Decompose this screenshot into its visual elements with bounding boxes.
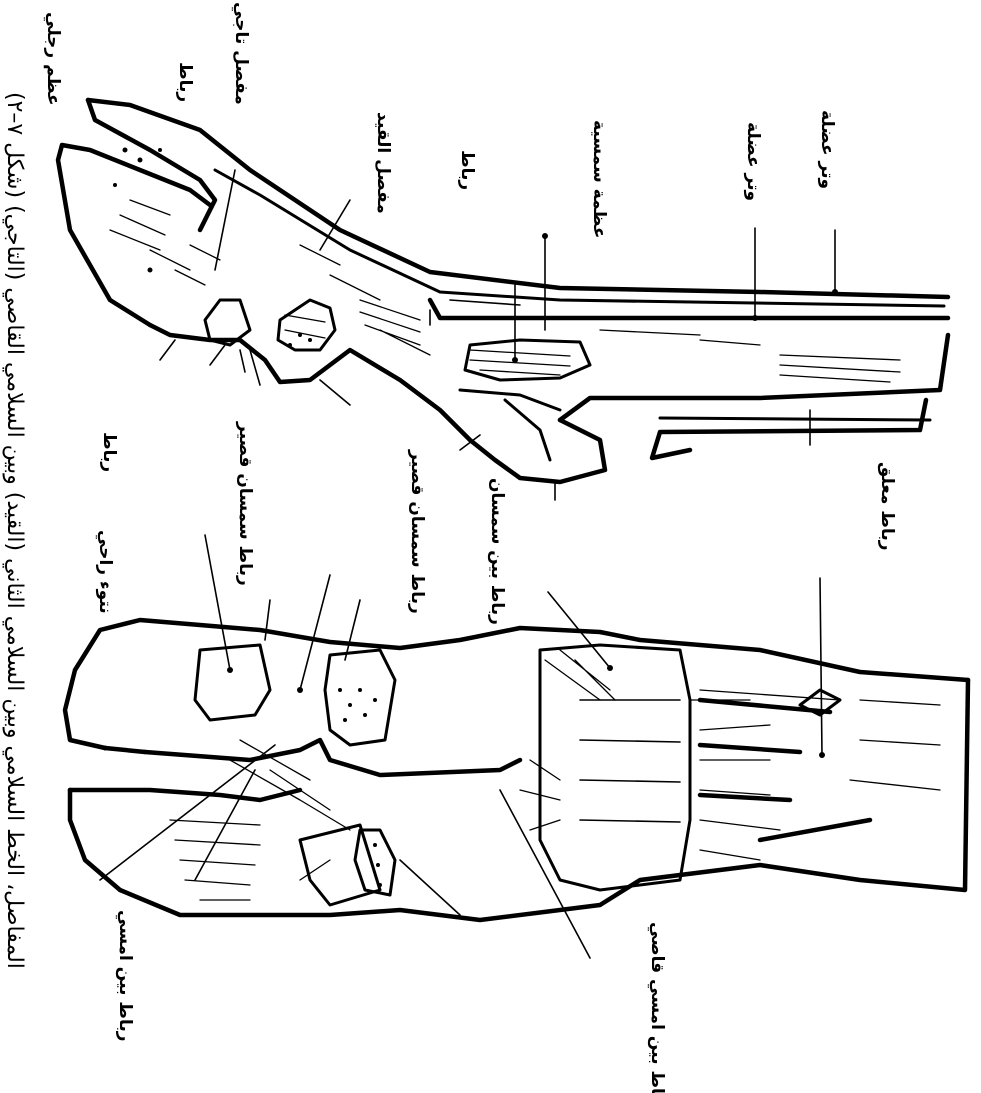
label-sesamoid-lig-2: رباط سمسان قصير xyxy=(407,449,427,614)
label-ligament-top: رباط xyxy=(457,150,477,190)
label-tendon-2: وتر عضلة xyxy=(743,122,763,201)
label-coffin-joint: مفصل تاجي xyxy=(231,2,251,105)
label-palmar-lig-1: رباط بين امسي قاصي xyxy=(647,922,667,1093)
label-suspensory: رباط معلق xyxy=(877,462,897,551)
palmar-view-drawing xyxy=(65,535,968,958)
label-sesamoid: عظمة سمسية xyxy=(589,120,609,238)
lateral-view-drawing xyxy=(58,100,948,500)
label-short-lig: رباط سمسان قصير xyxy=(235,421,255,586)
label-ligament-upper: رباط xyxy=(175,62,195,102)
label-tendon-1: وتر عضلة xyxy=(817,110,837,189)
label-ligament-mid: رباط xyxy=(99,432,119,472)
label-distal-plate: نتوء راحي xyxy=(95,530,115,614)
label-coffin-bone: عظم رجلي xyxy=(43,12,63,106)
label-palmar-lig-2: رباط بين امسي xyxy=(115,910,135,1042)
label-fetlock-joint: مفصل القيد xyxy=(373,112,393,214)
label-sesamoid-lig-1: رباط بين سمسان xyxy=(487,478,507,625)
labels: وتر عضلة وتر عضلة عظمة سمسية رباط مفصل ا… xyxy=(43,2,897,1093)
figure-caption: (شكل ٧–٢) المفاصل، الخط السلامي وبين الس… xyxy=(2,92,27,969)
